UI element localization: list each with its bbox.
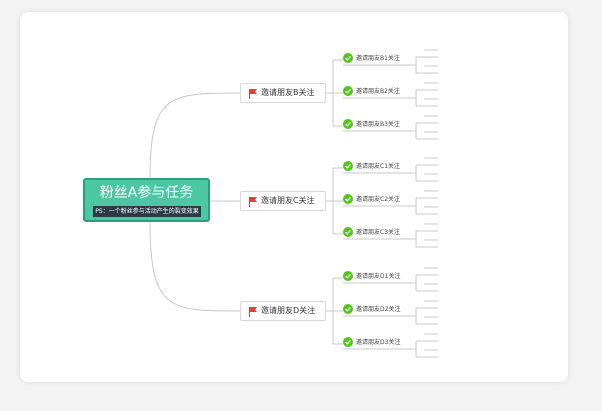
leaf-label: 邀请朋友B1关注 xyxy=(356,55,400,62)
leaf-label: 邀请朋友B2关注 xyxy=(356,88,400,95)
leaf-label: 邀请朋友D1关注 xyxy=(356,273,401,280)
leaf-label: 邀请朋友D2关注 xyxy=(356,306,401,313)
check-icon xyxy=(343,119,353,129)
check-icon xyxy=(343,53,353,63)
leaf-label: 邀请朋友B3关注 xyxy=(356,121,400,128)
leaf-label: 邀请朋友C2关注 xyxy=(356,196,401,203)
root-subtitle: PS：一个粉丝参与活动产生的裂变效果 xyxy=(93,206,201,217)
root-connector xyxy=(149,221,241,312)
check-icon xyxy=(343,337,353,347)
leaf-label: 邀请朋友C3关注 xyxy=(356,229,401,236)
branch-label: 邀请朋友D关注 xyxy=(261,306,316,315)
check-icon xyxy=(343,161,353,171)
leaf-label: 邀请朋友C1关注 xyxy=(356,163,401,170)
root-connector xyxy=(149,92,241,179)
flag-icon xyxy=(249,89,257,99)
check-icon xyxy=(343,227,353,237)
root-title: 粉丝A参与任务 xyxy=(99,185,194,201)
check-icon xyxy=(343,86,353,96)
check-icon xyxy=(343,304,353,314)
branch-node[interactable]: 邀请朋友B关注 xyxy=(240,83,326,103)
check-icon xyxy=(343,271,353,281)
branch-label: 邀请朋友C关注 xyxy=(261,196,315,205)
flag-icon xyxy=(249,307,257,317)
branch-node[interactable]: 邀请朋友D关注 xyxy=(240,301,326,321)
branch-label: 邀请朋友B关注 xyxy=(261,88,315,97)
leaf-label: 邀请朋友D3关注 xyxy=(356,339,401,346)
branch-node[interactable]: 邀请朋友C关注 xyxy=(240,191,326,211)
check-icon xyxy=(343,194,353,204)
flag-icon xyxy=(249,197,257,207)
root-node[interactable]: 粉丝A参与任务 PS：一个粉丝参与活动产生的裂变效果 xyxy=(83,178,210,222)
